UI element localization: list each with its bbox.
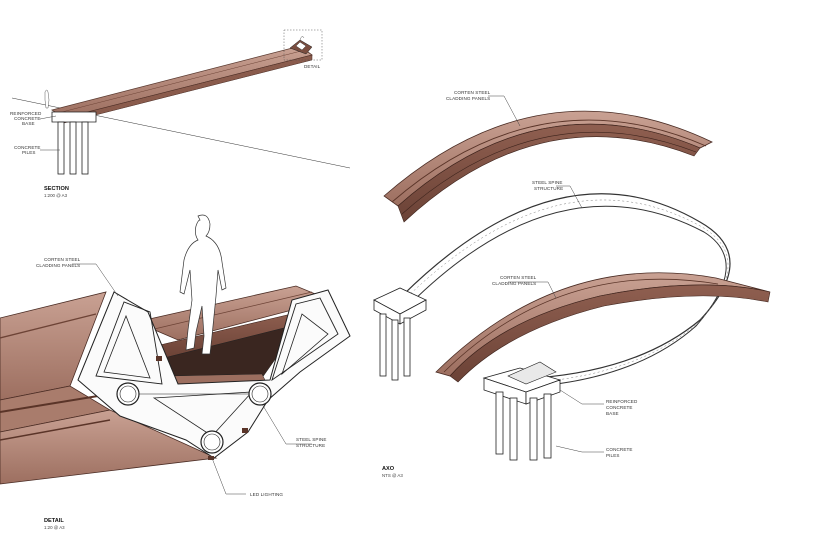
svg-text:CONCRETE: CONCRETE — [606, 405, 633, 410]
svg-text:REINFORCED: REINFORCED — [606, 399, 638, 404]
detail-scale: 1:20 @ A3 — [44, 525, 65, 530]
axo-label-cladding-mid: CORTEN STEEL CLADDING PANELS — [492, 275, 537, 286]
section-scale: 1:200 @ A3 — [44, 193, 68, 198]
svg-text:STRUCTURE: STRUCTURE — [296, 443, 325, 448]
section-label-base: REINFORCED CONCRETE BASE — [10, 111, 42, 126]
svg-text:BASE: BASE — [22, 121, 35, 126]
axo-drawing: CORTEN STEEL CLADDING PANELS STEEL SPINE… — [373, 90, 771, 478]
detail-label-led: LED LIGHTING — [250, 492, 283, 497]
axo-label-base: REINFORCED CONCRETE BASE — [606, 399, 638, 416]
svg-text:CONCRETE: CONCRETE — [606, 447, 633, 452]
svg-text:CLADDING PANELS: CLADDING PANELS — [36, 263, 80, 268]
svg-text:STEEL SPINE: STEEL SPINE — [532, 180, 563, 185]
section-pile-3 — [81, 121, 89, 175]
axo-label-cladding-top: CORTEN STEEL CLADDING PANELS — [446, 90, 491, 101]
section-pile-2 — [69, 121, 77, 175]
axo-title: AXO — [382, 466, 395, 472]
svg-text:CLADDING PANELS: CLADDING PANELS — [492, 281, 536, 286]
detail-title: DETAIL — [44, 518, 64, 524]
svg-text:CORTEN STEEL: CORTEN STEEL — [44, 257, 81, 262]
svg-text:CONCRETE: CONCRETE — [14, 145, 41, 150]
section-deck-edge — [63, 54, 313, 124]
detail-truss-body — [77, 289, 351, 459]
axo-label-spine: STEEL SPINE STRUCTURE — [532, 180, 563, 191]
svg-text:CORTEN STEEL: CORTEN STEEL — [500, 275, 537, 280]
section-deck — [51, 45, 313, 119]
svg-text:REINFORCED: REINFORCED — [10, 111, 42, 116]
detail-callout-box — [283, 29, 323, 61]
svg-text:STEEL SPINE: STEEL SPINE — [296, 437, 327, 442]
section-pile-1 — [57, 121, 65, 175]
led-light-strip — [208, 456, 214, 460]
svg-text:PILES: PILES — [22, 150, 36, 155]
detail-drawing: CORTEN STEEL CLADDING PANELS STEEL SPINE… — [0, 214, 351, 530]
svg-text:CORTEN STEEL: CORTEN STEEL — [454, 90, 491, 95]
axo-label-piles: CONCRETE PILES — [606, 447, 633, 458]
axo-left-pier — [373, 287, 427, 381]
axo-scale: NTS @ A3 — [382, 473, 403, 478]
section-person-figure — [44, 89, 50, 109]
axo-spine-structure — [401, 193, 731, 387]
svg-text:BASE: BASE — [606, 411, 619, 416]
svg-text:PILES: PILES — [606, 453, 620, 458]
section-label-piles: CONCRETE PILES — [14, 145, 41, 155]
detail-label-spine: STEEL SPINE STRUCTURE — [296, 437, 327, 448]
section-drawing: DETAIL REINFORCED CONCRETE BASE CONCRETE… — [10, 29, 351, 198]
section-title: SECTION — [44, 186, 69, 192]
section-concrete-base — [51, 111, 97, 123]
person-figure — [179, 214, 227, 355]
detail-callout-label: DETAIL — [304, 64, 321, 69]
axo-right-pier — [482, 361, 562, 461]
svg-text:CLADDING PANELS: CLADDING PANELS — [446, 96, 490, 101]
detail-label-cladding: CORTEN STEEL CLADDING PANELS — [36, 257, 81, 268]
svg-text:STRUCTURE: STRUCTURE — [534, 186, 563, 191]
svg-text:CONCRETE: CONCRETE — [14, 116, 41, 121]
